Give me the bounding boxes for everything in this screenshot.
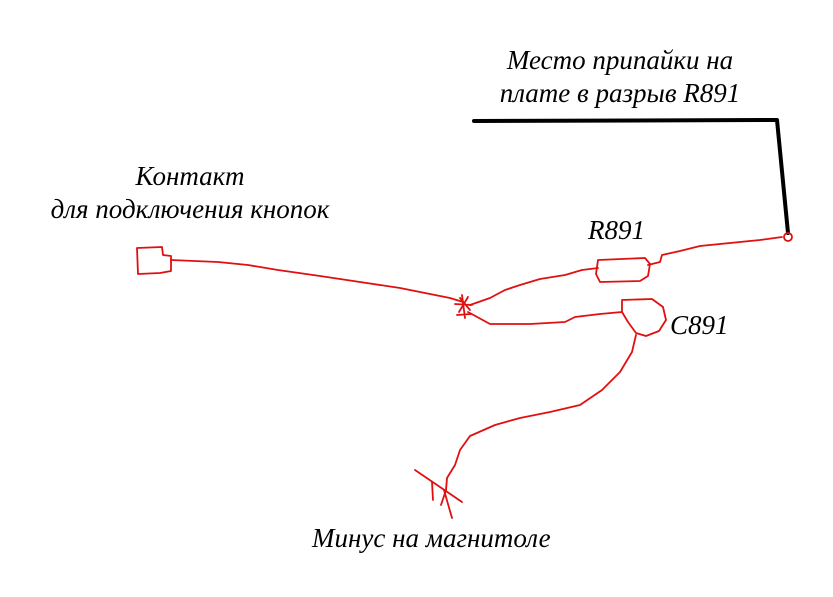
minus-terminal-symbol — [414, 469, 463, 519]
wire-junction-to-r891 — [469, 267, 599, 306]
resistor-r891-symbol — [595, 257, 651, 283]
resistor-label: R891 — [588, 215, 645, 245]
capacitor-label: C891 — [670, 310, 729, 340]
contact-label: Контакт для подключения кнопок — [20, 160, 360, 226]
solder-point-marker — [783, 232, 793, 242]
capacitor-c891-symbol — [621, 298, 667, 337]
wire-contact-to-junction — [170, 259, 464, 303]
wire-c891-to-minus — [445, 334, 637, 491]
solder-point-leader-line — [472, 118, 790, 235]
button-contact-pad — [136, 246, 172, 275]
minus-label: Минус на магнитоле — [312, 523, 551, 553]
wire-r891-to-solder-point — [647, 236, 783, 266]
solder-point-label-line2: плате в разрыв R891 — [499, 78, 741, 108]
solder-point-label: Место припайки на плате в разрыв R891 — [470, 44, 770, 110]
solder-point-label-line1: Место припайки на — [506, 45, 734, 75]
wire-junction-to-c891 — [467, 311, 623, 325]
wire-junction — [454, 294, 473, 319]
contact-label-line1: Контакт — [135, 161, 245, 191]
contact-label-line2: для подключения кнопок — [50, 194, 330, 224]
